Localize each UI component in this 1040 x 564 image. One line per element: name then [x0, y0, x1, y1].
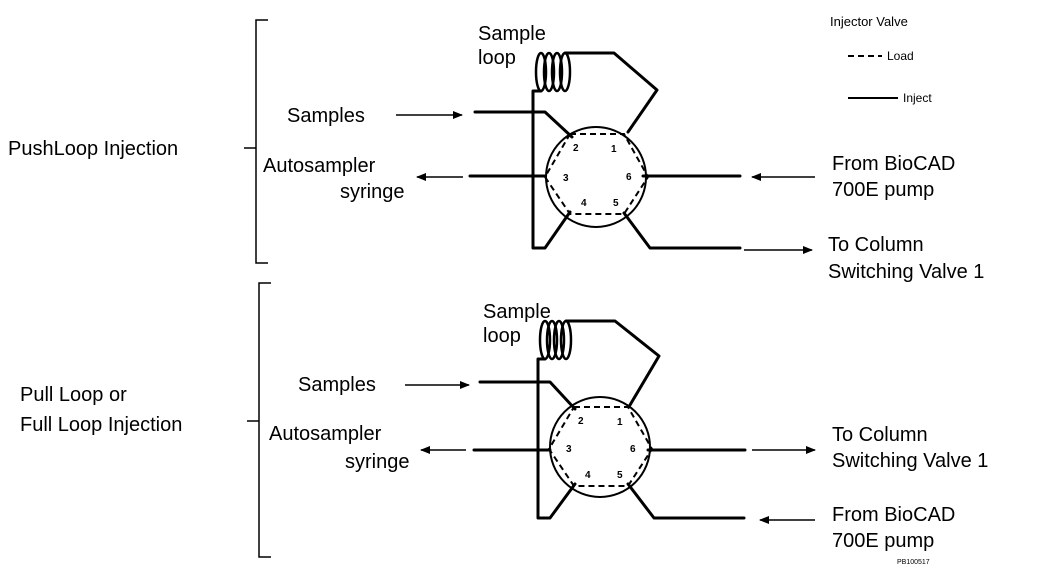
top-autosampler-label: Autosampler: [263, 155, 376, 177]
top-pump-label-2: 700E pump: [832, 179, 934, 201]
bottom-port-6: 6: [630, 444, 636, 455]
top-port-4: 4: [581, 198, 587, 209]
pullloop-mode-label-2: Full Loop Injection: [20, 414, 182, 436]
bottom-port-5: 5: [617, 470, 623, 481]
bottom-sample-loop-label: Sample: [483, 301, 551, 323]
top-port-2: 2: [573, 143, 579, 154]
bottom-samples-tube: [478, 380, 577, 411]
bottom-port-2: 2: [578, 416, 584, 427]
bottom-sample-loop-label-2: loop: [483, 325, 521, 347]
top-samples-label: Samples: [287, 105, 365, 127]
top-pump-label: From BioCAD: [832, 153, 955, 175]
bottom-samples-label: Samples: [298, 374, 376, 396]
top-loop-tube-upper: [563, 51, 659, 134]
bottom-column-label: To Column: [832, 424, 928, 446]
figure-id: PB100517: [897, 559, 930, 564]
pullloop-mode-label: Pull Loop or: [20, 384, 127, 406]
bottom-autosampler-label-2: syringe: [345, 451, 409, 473]
bottom-pump-label-2: 700E pump: [832, 530, 934, 552]
top-column-label-2: Switching Valve 1: [828, 261, 984, 283]
bottom-loop-tube-upper: [564, 319, 661, 407]
bottom-load-path-hexagon: [547, 406, 654, 487]
bottom-loop-tube-lower: [536, 357, 577, 520]
legend-load-label: Load: [887, 49, 914, 63]
legend-inject-label: Inject: [903, 91, 932, 105]
top-port-5: 5: [613, 198, 619, 209]
top-loop-tube-lower: [531, 89, 572, 250]
top-autosampler-label-2: syringe: [340, 181, 404, 203]
bottom-pump-label: From BioCAD: [832, 504, 955, 526]
top-port-1: 1: [611, 144, 617, 155]
top-column-label: To Column: [828, 234, 924, 256]
top-sample-loop-label: Sample: [478, 23, 546, 45]
bottom-port-4: 4: [585, 470, 591, 481]
pullloop-diagram: Pull Loop or Full Loop Injection Sample …: [20, 282, 988, 564]
bottom-port-3: 3: [566, 444, 572, 455]
pushloop-diagram: PushLoop Injection Sample loop 1 2 3 4 5…: [8, 19, 984, 283]
top-port-3: 3: [563, 173, 569, 184]
pushloop-mode-label: PushLoop Injection: [8, 138, 178, 160]
top-sample-loop-label-2: loop: [478, 47, 516, 69]
top-samples-tube: [473, 110, 574, 139]
legend-title: Injector Valve: [830, 14, 908, 29]
top-load-path-hexagon: [543, 133, 650, 215]
top-sample-loop-coil: [534, 51, 572, 93]
bottom-column-label-2: Switching Valve 1: [832, 450, 988, 472]
bottom-valve-body: [549, 396, 651, 498]
bottom-autosampler-label: Autosampler: [269, 423, 382, 445]
bottom-port-1: 1: [617, 417, 623, 428]
top-port-6: 6: [626, 172, 632, 183]
legend: Injector Valve Load Inject: [830, 14, 932, 105]
pullloop-bracket: [258, 282, 271, 558]
bottom-pump-tube: [626, 482, 746, 520]
bottom-sample-loop-coil: [538, 319, 573, 361]
top-column-tube: [622, 211, 742, 250]
pushloop-bracket: [255, 19, 268, 264]
